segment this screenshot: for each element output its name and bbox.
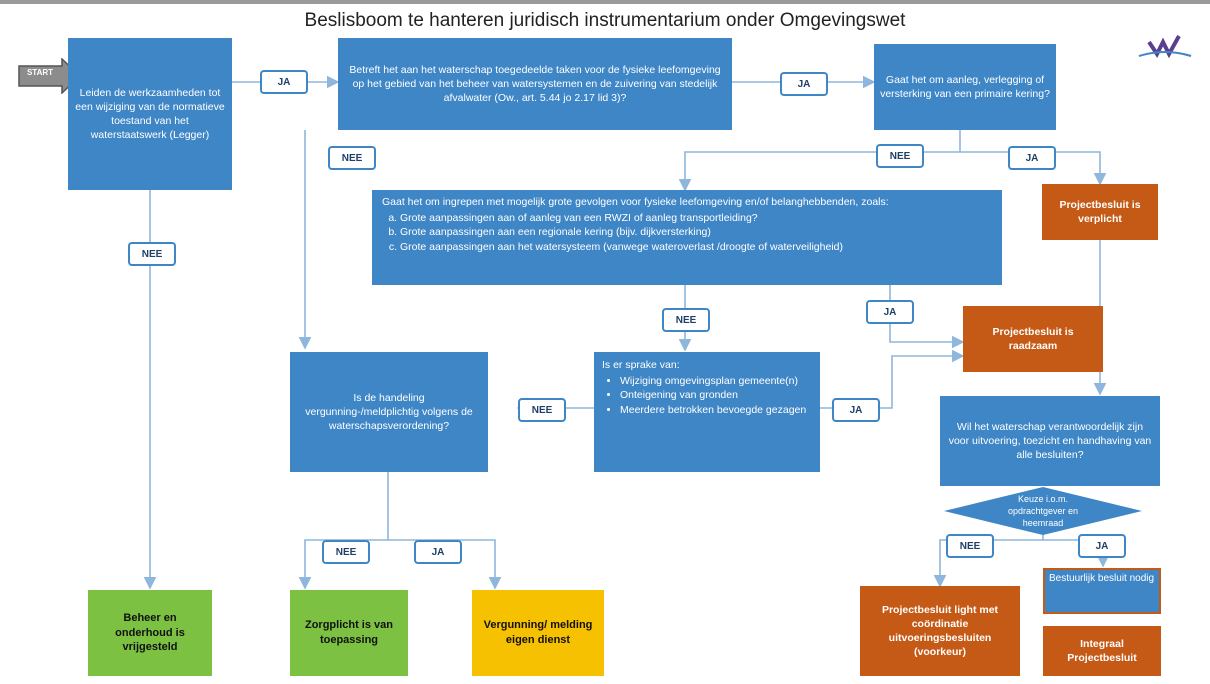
question-ingrepen-content: Gaat het om ingrepen met mogelijk grote … <box>382 195 889 254</box>
result-projectbesluit-light: Projectbesluit light met coördinatie uit… <box>860 586 1020 676</box>
question-ingrepen-gevolgen: Gaat het om ingrepen met mogelijk grote … <box>372 190 1002 285</box>
ingrepen-option: Grote aanpassingen aan een regionale ker… <box>400 225 889 239</box>
label-ja: JA <box>866 300 914 324</box>
question-sprake-intro: Is er sprake van: <box>602 359 680 371</box>
result-zorgplicht: Zorgplicht is van toepassing <box>290 590 408 676</box>
result-integraal-projectbesluit: Integraal Projectbesluit <box>1043 626 1161 676</box>
question-waterschap-taken: Betreft het aan het waterschap toegedeel… <box>338 38 732 130</box>
label-nee: NEE <box>322 540 370 564</box>
question-vergunning-meldplichtig: Is de handeling vergunning-/meldplichtig… <box>290 352 488 472</box>
question-legger-wijziging: Leiden de werkzaamheden tot een wijzigin… <box>68 38 232 190</box>
label-ja: JA <box>414 540 462 564</box>
label-ja: JA <box>260 70 308 94</box>
question-verantwoordelijk: Wil het waterschap verantwoordelijk zijn… <box>940 396 1160 486</box>
result-beheer-vrijgesteld: Beheer en onderhoud is vrijgesteld <box>88 590 212 676</box>
question-primaire-kering: Gaat het om aanleg, verlegging of verste… <box>874 44 1056 130</box>
question-ingrepen-intro: Gaat het om ingrepen met mogelijk grote … <box>382 196 889 208</box>
label-nee: NEE <box>662 308 710 332</box>
ingrepen-options-list: Grote aanpassingen aan of aanleg van een… <box>382 211 889 254</box>
page-title: Beslisboom te hanteren juridisch instrum… <box>304 10 906 31</box>
sprake-item: Meerdere betrokken bevoegde gezagen <box>620 403 806 417</box>
keuze-diamond <box>944 487 1142 535</box>
ingrepen-option: Grote aanpassingen aan of aanleg van een… <box>400 211 889 225</box>
start-label: START <box>26 68 54 77</box>
result-projectbesluit-raadzaam: Projectbesluit is raadzaam <box>963 306 1103 372</box>
sprake-item: Wijziging omgevingsplan gemeente(n) <box>620 374 806 388</box>
keuze-diamond-label: Keuze i.o.m. opdrachtgever en heemraad <box>1007 493 1079 529</box>
label-ja: JA <box>780 72 828 96</box>
label-nee: NEE <box>518 398 566 422</box>
result-bestuurlijk-besluit: Bestuurlijk besluit nodig <box>1043 568 1161 614</box>
label-nee: NEE <box>946 534 994 558</box>
label-nee: NEE <box>876 144 924 168</box>
ingrepen-option: Grote aanpassingen aan het watersysteem … <box>400 240 889 254</box>
result-vergunning-eigen-dienst: Vergunning/ melding eigen dienst <box>472 590 604 676</box>
label-ja: JA <box>1078 534 1126 558</box>
waterschap-logo-icon <box>1138 35 1192 59</box>
result-projectbesluit-verplicht: Projectbesluit is verplicht <box>1042 184 1158 240</box>
question-sprake-van: Is er sprake van: Wijziging omgevingspla… <box>594 352 820 472</box>
label-nee: NEE <box>128 242 176 266</box>
sprake-item: Onteigening van gronden <box>620 388 806 402</box>
label-nee: NEE <box>328 146 376 170</box>
label-ja: JA <box>832 398 880 422</box>
top-border <box>0 0 1210 4</box>
sprake-items-list: Wijziging omgevingsplan gemeente(n) Onte… <box>602 374 806 417</box>
label-ja: JA <box>1008 146 1056 170</box>
question-sprake-content: Is er sprake van: Wijziging omgevingspla… <box>602 358 806 417</box>
